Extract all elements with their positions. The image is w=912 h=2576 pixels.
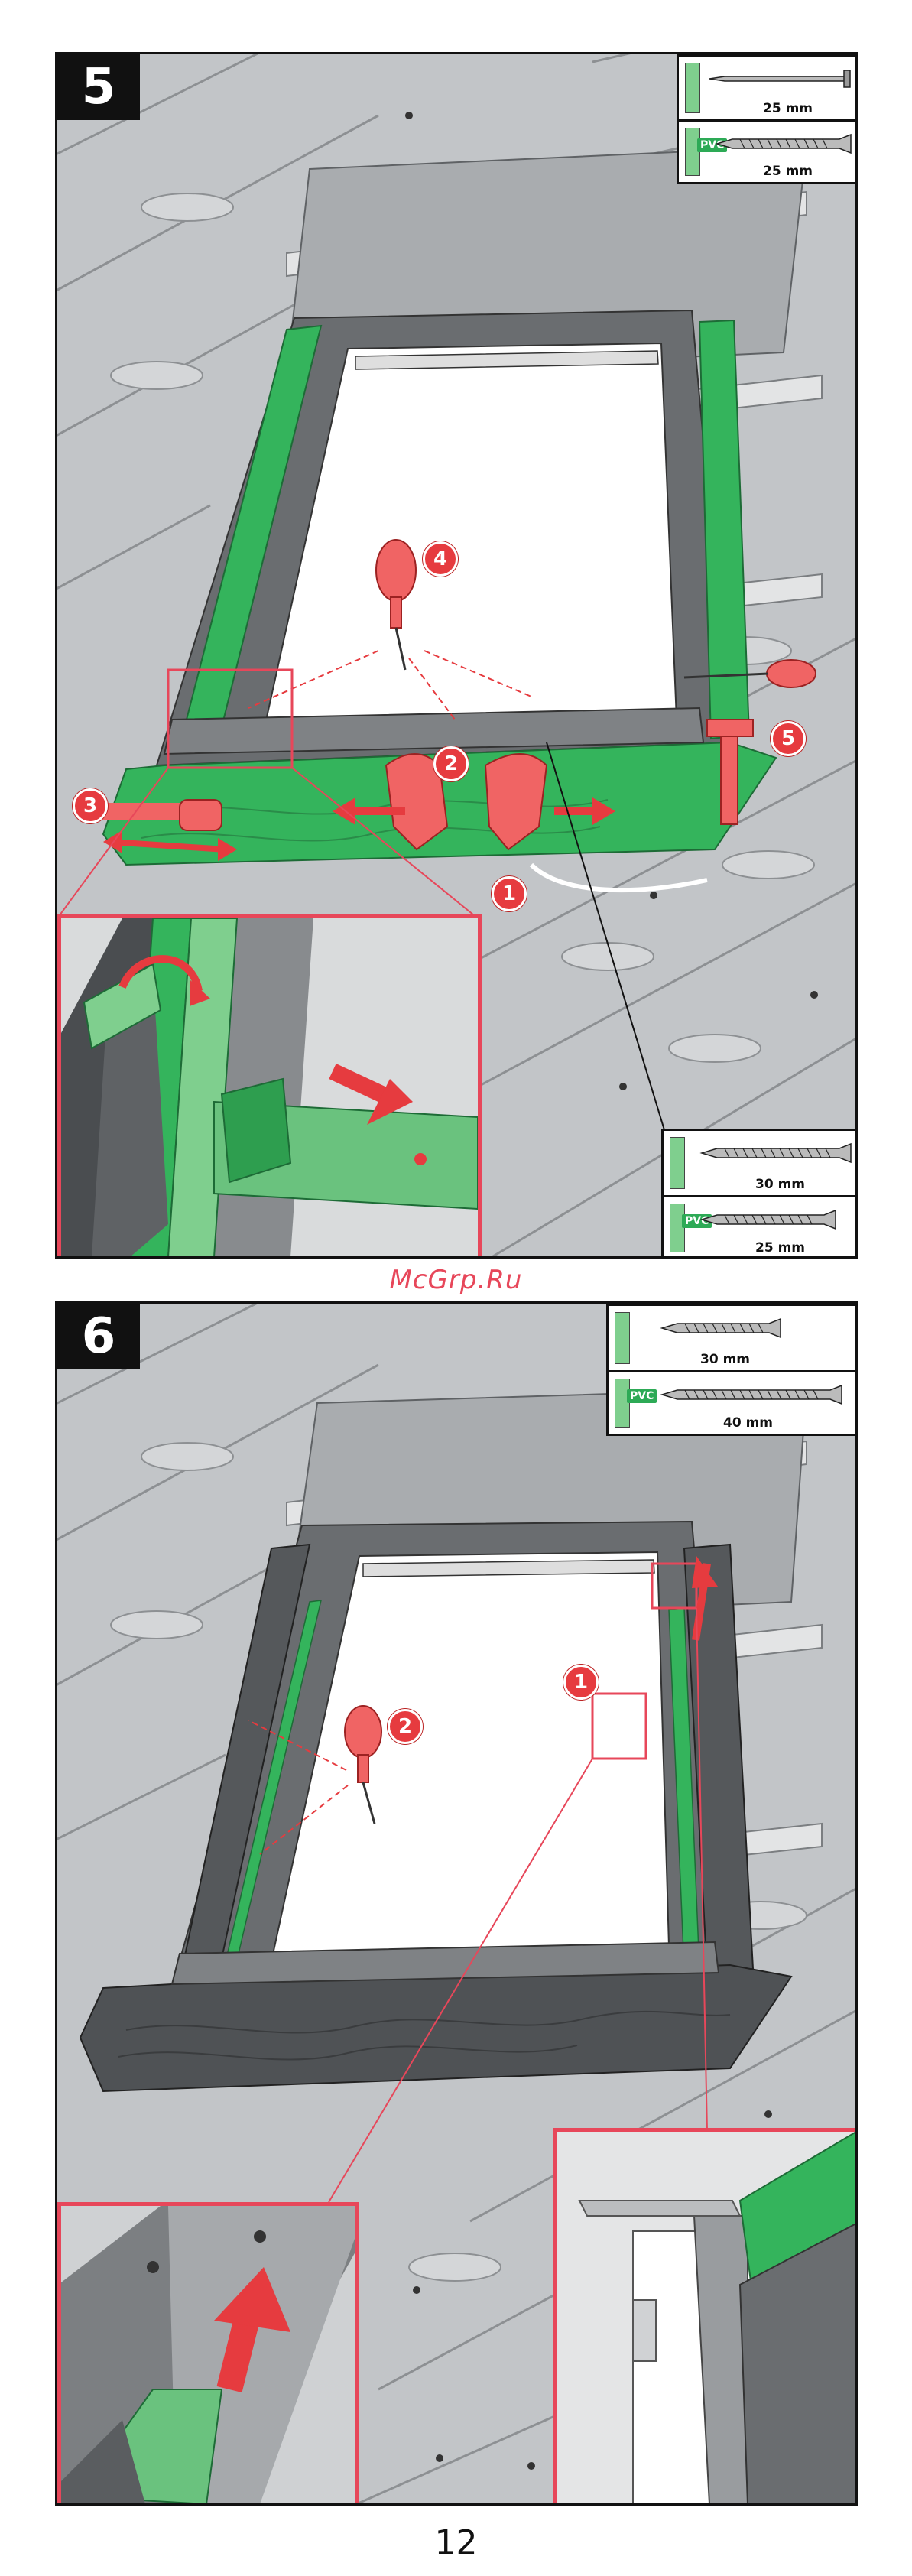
fastener-spec-box: 30 mm PVC 40 mm (606, 1304, 858, 1436)
fastener-length: 40 mm (723, 1415, 773, 1431)
batten-strip-icon (685, 63, 700, 113)
screw-icon (694, 1208, 855, 1231)
callout-5: 5 (771, 721, 806, 756)
fastener-spec-row: 25 mm (679, 57, 858, 119)
batten-strip-icon (670, 1137, 685, 1189)
step-5-panel: 5 25 mm PVC 25 mm 30 mm (55, 52, 858, 1259)
screw-icon (709, 132, 855, 155)
detail-inset-right (553, 2128, 858, 2506)
screw-icon (654, 1383, 853, 1406)
step-number: 6 (57, 1304, 140, 1369)
fastener-length: 25 mm (755, 1240, 805, 1256)
fastener-spec-box: 25 mm PVC 25 mm (677, 54, 858, 184)
step-number: 5 (57, 54, 140, 120)
step-6-panel: 6 30 mm PVC 40 mm 1 2 (55, 1301, 858, 2506)
screw-icon (654, 1317, 792, 1340)
batten-strip-icon (670, 1204, 685, 1253)
detail-inset (57, 914, 482, 1259)
detail-inset-illustration (557, 2132, 856, 2504)
fastener-spec-row: PVC 25 mm (679, 119, 858, 182)
nail-icon (709, 67, 855, 90)
fastener-spec-box: 30 mm PVC 25 mm (661, 1129, 858, 1259)
watermark: McGrp.Ru (0, 1265, 912, 1295)
callout-4: 4 (423, 541, 458, 577)
fastener-spec-row: 30 mm (609, 1306, 858, 1370)
fastener-spec-row: PVC 40 mm (609, 1370, 858, 1434)
callout-2: 2 (433, 746, 469, 781)
page-number: 12 (0, 2523, 912, 2562)
callout-1: 1 (492, 876, 527, 911)
fastener-length: 25 mm (763, 101, 813, 116)
screw-icon (694, 1142, 855, 1165)
detail-inset-left (57, 2202, 359, 2506)
batten-strip-icon (615, 1379, 630, 1428)
material-badge: PVC (627, 1389, 657, 1403)
fastener-length: 30 mm (700, 1352, 750, 1367)
fastener-spec-row: 30 mm (664, 1131, 858, 1195)
batten-strip-icon (615, 1312, 630, 1364)
fastener-spec-row: PVC 25 mm (664, 1195, 858, 1259)
fastener-length: 30 mm (755, 1177, 805, 1192)
fastener-length: 25 mm (763, 164, 813, 179)
detail-inset-illustration (61, 2206, 355, 2504)
callout-2: 2 (388, 1709, 423, 1744)
callout-1: 1 (563, 1665, 599, 1700)
callout-3: 3 (73, 788, 108, 823)
detail-inset-illustration (61, 918, 478, 1257)
